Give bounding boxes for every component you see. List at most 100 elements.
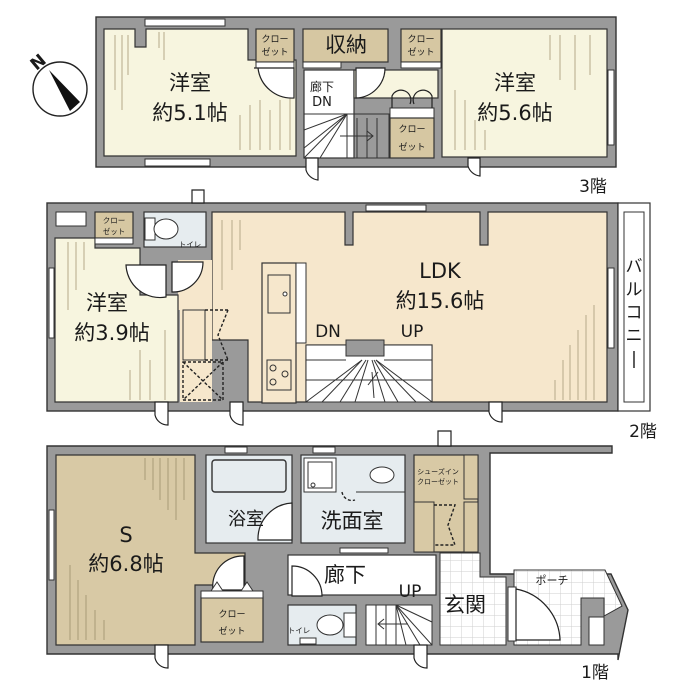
door-swing[interactable] — [254, 67, 295, 99]
door-swing[interactable] — [467, 157, 481, 177]
closet-label: クロー — [218, 609, 245, 620]
door-swing[interactable] — [229, 401, 244, 426]
storage-door[interactable] — [302, 61, 342, 69]
door-swing[interactable] — [437, 430, 452, 447]
door-swing[interactable] — [305, 157, 319, 181]
staircase-1f[interactable] — [365, 604, 433, 646]
room-size: 約5.1帖 — [152, 101, 227, 125]
hallway-label: 廊下 — [324, 563, 366, 587]
room-name: S — [119, 523, 132, 547]
room-ldk — [211, 211, 608, 403]
closet-2f[interactable] — [94, 211, 134, 239]
balcony-label: バルコニ| — [626, 257, 643, 369]
toilet-bowl-icon — [153, 218, 179, 240]
stairs-up-label[interactable]: UP — [399, 582, 422, 602]
closet-3f-1[interactable] — [255, 28, 295, 63]
storage-3f[interactable] — [302, 28, 389, 63]
door-swing[interactable] — [291, 565, 323, 597]
closet-label: ゼット — [218, 625, 245, 637]
stairs-down-label[interactable]: DN — [312, 95, 332, 110]
compass: N — [27, 51, 88, 117]
cabinet — [182, 309, 206, 361]
staircase-2f[interactable] — [305, 339, 433, 403]
floor-label: 3階 — [579, 177, 607, 197]
door-swing[interactable] — [488, 401, 503, 423]
bathroom-label: 浴室 — [228, 509, 264, 530]
window — [48, 267, 55, 339]
door-swing[interactable] — [154, 401, 169, 426]
floor-hatching — [114, 32, 291, 150]
closet-label: クロー — [103, 216, 126, 225]
door-swing[interactable] — [191, 189, 205, 204]
washing-machine — [307, 461, 333, 489]
window-vent — [55, 211, 87, 227]
door-swing[interactable] — [171, 261, 204, 293]
floor-2: バルコニ| クロー ゼット — [46, 189, 657, 442]
room-3f-west — [103, 28, 297, 157]
window — [312, 446, 336, 454]
refrigerator-x — [182, 361, 224, 401]
closet-door[interactable] — [389, 107, 435, 119]
front-door-frame — [507, 586, 517, 642]
closet-label: ゼット — [261, 46, 288, 58]
closet-label: クロー — [398, 124, 425, 135]
stairs-up-label[interactable]: UP — [401, 322, 424, 342]
dashed-folding-door — [434, 504, 456, 546]
staircase-3f[interactable] — [303, 113, 390, 159]
washroom-label: 洗面室 — [321, 509, 384, 533]
room-size: 約5.6帖 — [477, 101, 552, 125]
toilet-tank — [343, 612, 357, 638]
faucet-icon — [282, 291, 288, 297]
shoe-closet-label: クローゼット — [417, 477, 459, 486]
door-swing[interactable] — [355, 67, 386, 99]
window — [607, 69, 615, 146]
floor-hatching — [67, 242, 166, 400]
entrance-label: 玄関 — [444, 593, 486, 617]
door-swing[interactable] — [154, 644, 169, 669]
shoe-shelf — [463, 501, 479, 553]
floor-hatching — [454, 35, 591, 150]
drain-icon — [310, 482, 316, 488]
room-size: 約3.9帖 — [74, 321, 149, 345]
closet-1f[interactable] — [200, 596, 264, 643]
window — [607, 267, 615, 349]
toilet-label: トイレ — [179, 240, 202, 249]
mailbox — [588, 616, 605, 646]
closet-label: クロー — [261, 34, 288, 45]
room-name: 洋室 — [494, 71, 536, 95]
window — [144, 158, 211, 167]
bathtub — [211, 459, 287, 493]
window — [144, 18, 226, 27]
floor-1: シューズイン クローゼット 廊下 UP クロー ゼット トイレ — [46, 430, 629, 683]
floor-3: クロー ゼット 収納 クロー ゼット 廊下 DN クロー ゼット — [95, 16, 617, 197]
front-door-swing[interactable] — [515, 588, 561, 641]
closet-label: ゼット — [398, 141, 425, 153]
balcony-inner — [623, 211, 645, 403]
room-3f-east — [441, 28, 608, 158]
room-name: LDK — [419, 259, 462, 283]
sliding-door[interactable] — [339, 547, 389, 554]
hallway-label: 廊下 — [310, 79, 334, 94]
room-size: 約6.8帖 — [88, 552, 163, 576]
double-door-swing — [391, 89, 433, 108]
refrigerator-space — [182, 361, 224, 401]
closet-door[interactable] — [255, 61, 295, 69]
closet-door[interactable] — [400, 61, 442, 69]
north-arrow-icon — [49, 70, 80, 111]
entrance — [439, 552, 507, 646]
paper-holder — [299, 637, 317, 645]
dashed-door — [341, 491, 356, 502]
door-marker — [210, 581, 224, 592]
closet-3f-3[interactable] — [389, 117, 435, 159]
door-swing[interactable] — [125, 264, 167, 299]
door-swing[interactable] — [257, 502, 293, 541]
room-name: 洋室 — [169, 71, 211, 95]
door-marker — [240, 581, 254, 592]
toilet-bowl-icon — [316, 614, 344, 636]
closet-door[interactable] — [200, 590, 264, 599]
door-swing[interactable] — [413, 644, 428, 669]
closet-door[interactable] — [94, 237, 134, 245]
floor-hatching — [221, 220, 595, 400]
stairs-down-label[interactable]: DN — [315, 322, 341, 342]
